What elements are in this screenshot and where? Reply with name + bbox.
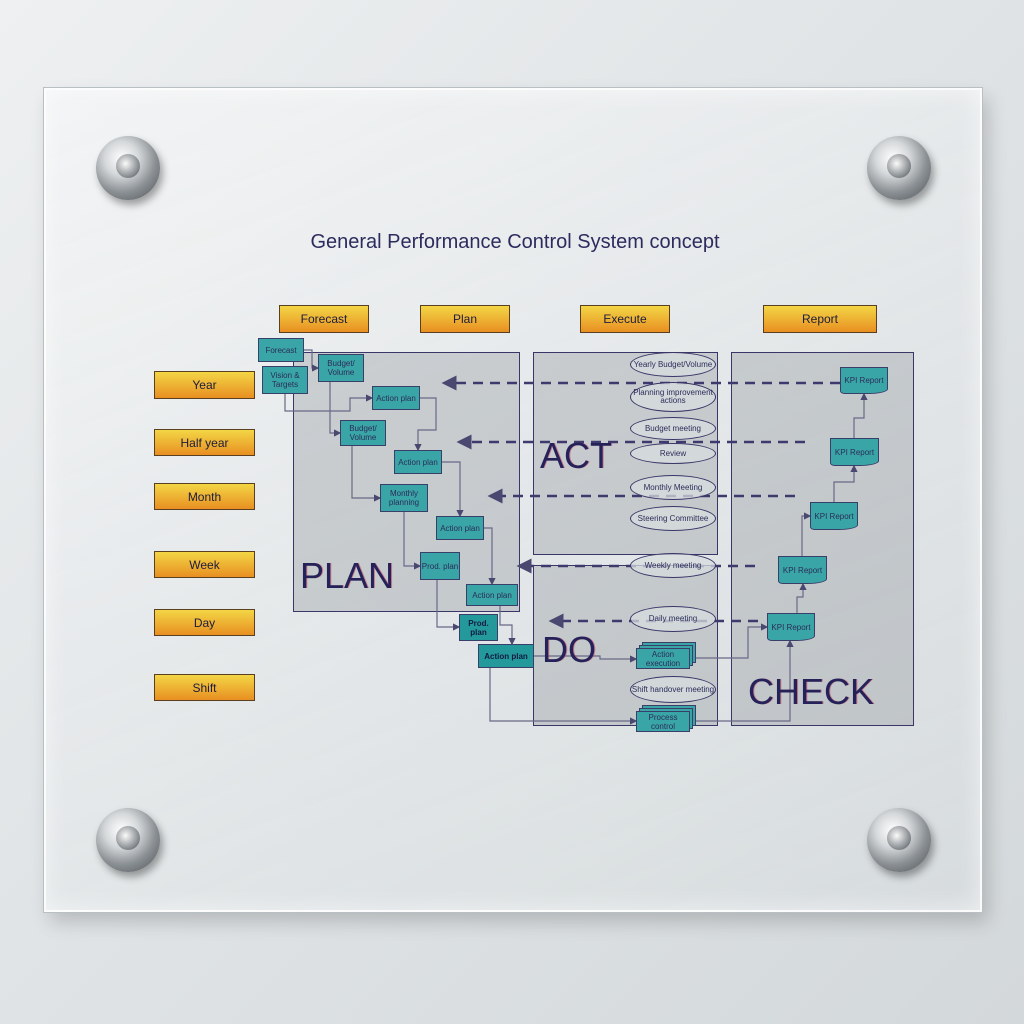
- meeting-weekly: Weekly meeting: [630, 553, 716, 578]
- header-report: Report: [763, 305, 877, 333]
- row-week: Week: [154, 551, 255, 578]
- meeting-monthly: Monthly Meeting: [630, 475, 716, 500]
- phase-label-do: DO: [542, 629, 596, 670]
- kpi-report-half-year: KPI Report: [830, 438, 879, 466]
- standoff-bolt-bottom-left: [96, 808, 160, 872]
- plan-box-prod-plan-week: Prod. plan: [420, 552, 460, 580]
- check-panel: [731, 352, 914, 726]
- row-half-year: Half year: [154, 429, 255, 456]
- standoff-bolt-bottom-right: [867, 808, 931, 872]
- plan-box-monthly-planning: Monthly planning: [380, 484, 428, 512]
- row-year: Year: [154, 371, 255, 399]
- plan-box-action-plan-half: Action plan: [394, 450, 442, 474]
- meeting-steering-committee: Steering Committee: [630, 506, 716, 531]
- plan-box-action-plan-week: Action plan: [466, 584, 518, 606]
- do-box-action-execution: Action execution: [636, 648, 690, 669]
- kpi-report-week: KPI Report: [778, 556, 827, 584]
- meeting-review: Review: [630, 443, 716, 464]
- header-plan: Plan: [420, 305, 510, 333]
- header-forecast: Forecast: [279, 305, 369, 333]
- kpi-report-year: KPI Report: [840, 367, 888, 394]
- standoff-bolt-top-left: [96, 136, 160, 200]
- row-day: Day: [154, 609, 255, 636]
- plan-box-action-plan-day: Action plan: [478, 644, 534, 668]
- row-shift: Shift: [154, 674, 255, 701]
- plan-box-action-plan-year: Action plan: [372, 386, 420, 410]
- plan-box-vision-targets: Vision & Targets: [262, 366, 308, 394]
- plan-box-forecast: Forecast: [258, 338, 304, 362]
- header-execute: Execute: [580, 305, 670, 333]
- standoff-bolt-top-right: [867, 136, 931, 200]
- meeting-yearly-budget-volume: Yearly Budget/Volume: [630, 352, 716, 377]
- phase-label-act: ACT: [540, 435, 612, 476]
- plan-box-budget-volume-year: Budget/ Volume: [318, 354, 364, 382]
- meeting-budget: Budget meeting: [630, 417, 716, 440]
- phase-label-check: CHECK: [748, 671, 875, 712]
- plan-box-action-plan-month: Action plan: [436, 516, 484, 540]
- do-box-process-control: Process control: [636, 711, 690, 732]
- meeting-shift-handover: Shift handover meeting: [630, 676, 716, 703]
- kpi-report-month: KPI Report: [810, 502, 858, 530]
- meeting-planning-improvement: Planning improvement actions: [630, 382, 716, 412]
- kpi-report-day: KPI Report: [767, 613, 815, 641]
- plan-box-prod-plan-day: Prod. plan: [459, 614, 498, 641]
- diagram-title: General Performance Control System conce…: [310, 231, 720, 253]
- plan-box-budget-volume-half: Budget/ Volume: [340, 420, 386, 446]
- meeting-daily: Daily meeting: [630, 606, 716, 632]
- phase-label-plan: PLAN: [300, 555, 395, 596]
- row-month: Month: [154, 483, 255, 510]
